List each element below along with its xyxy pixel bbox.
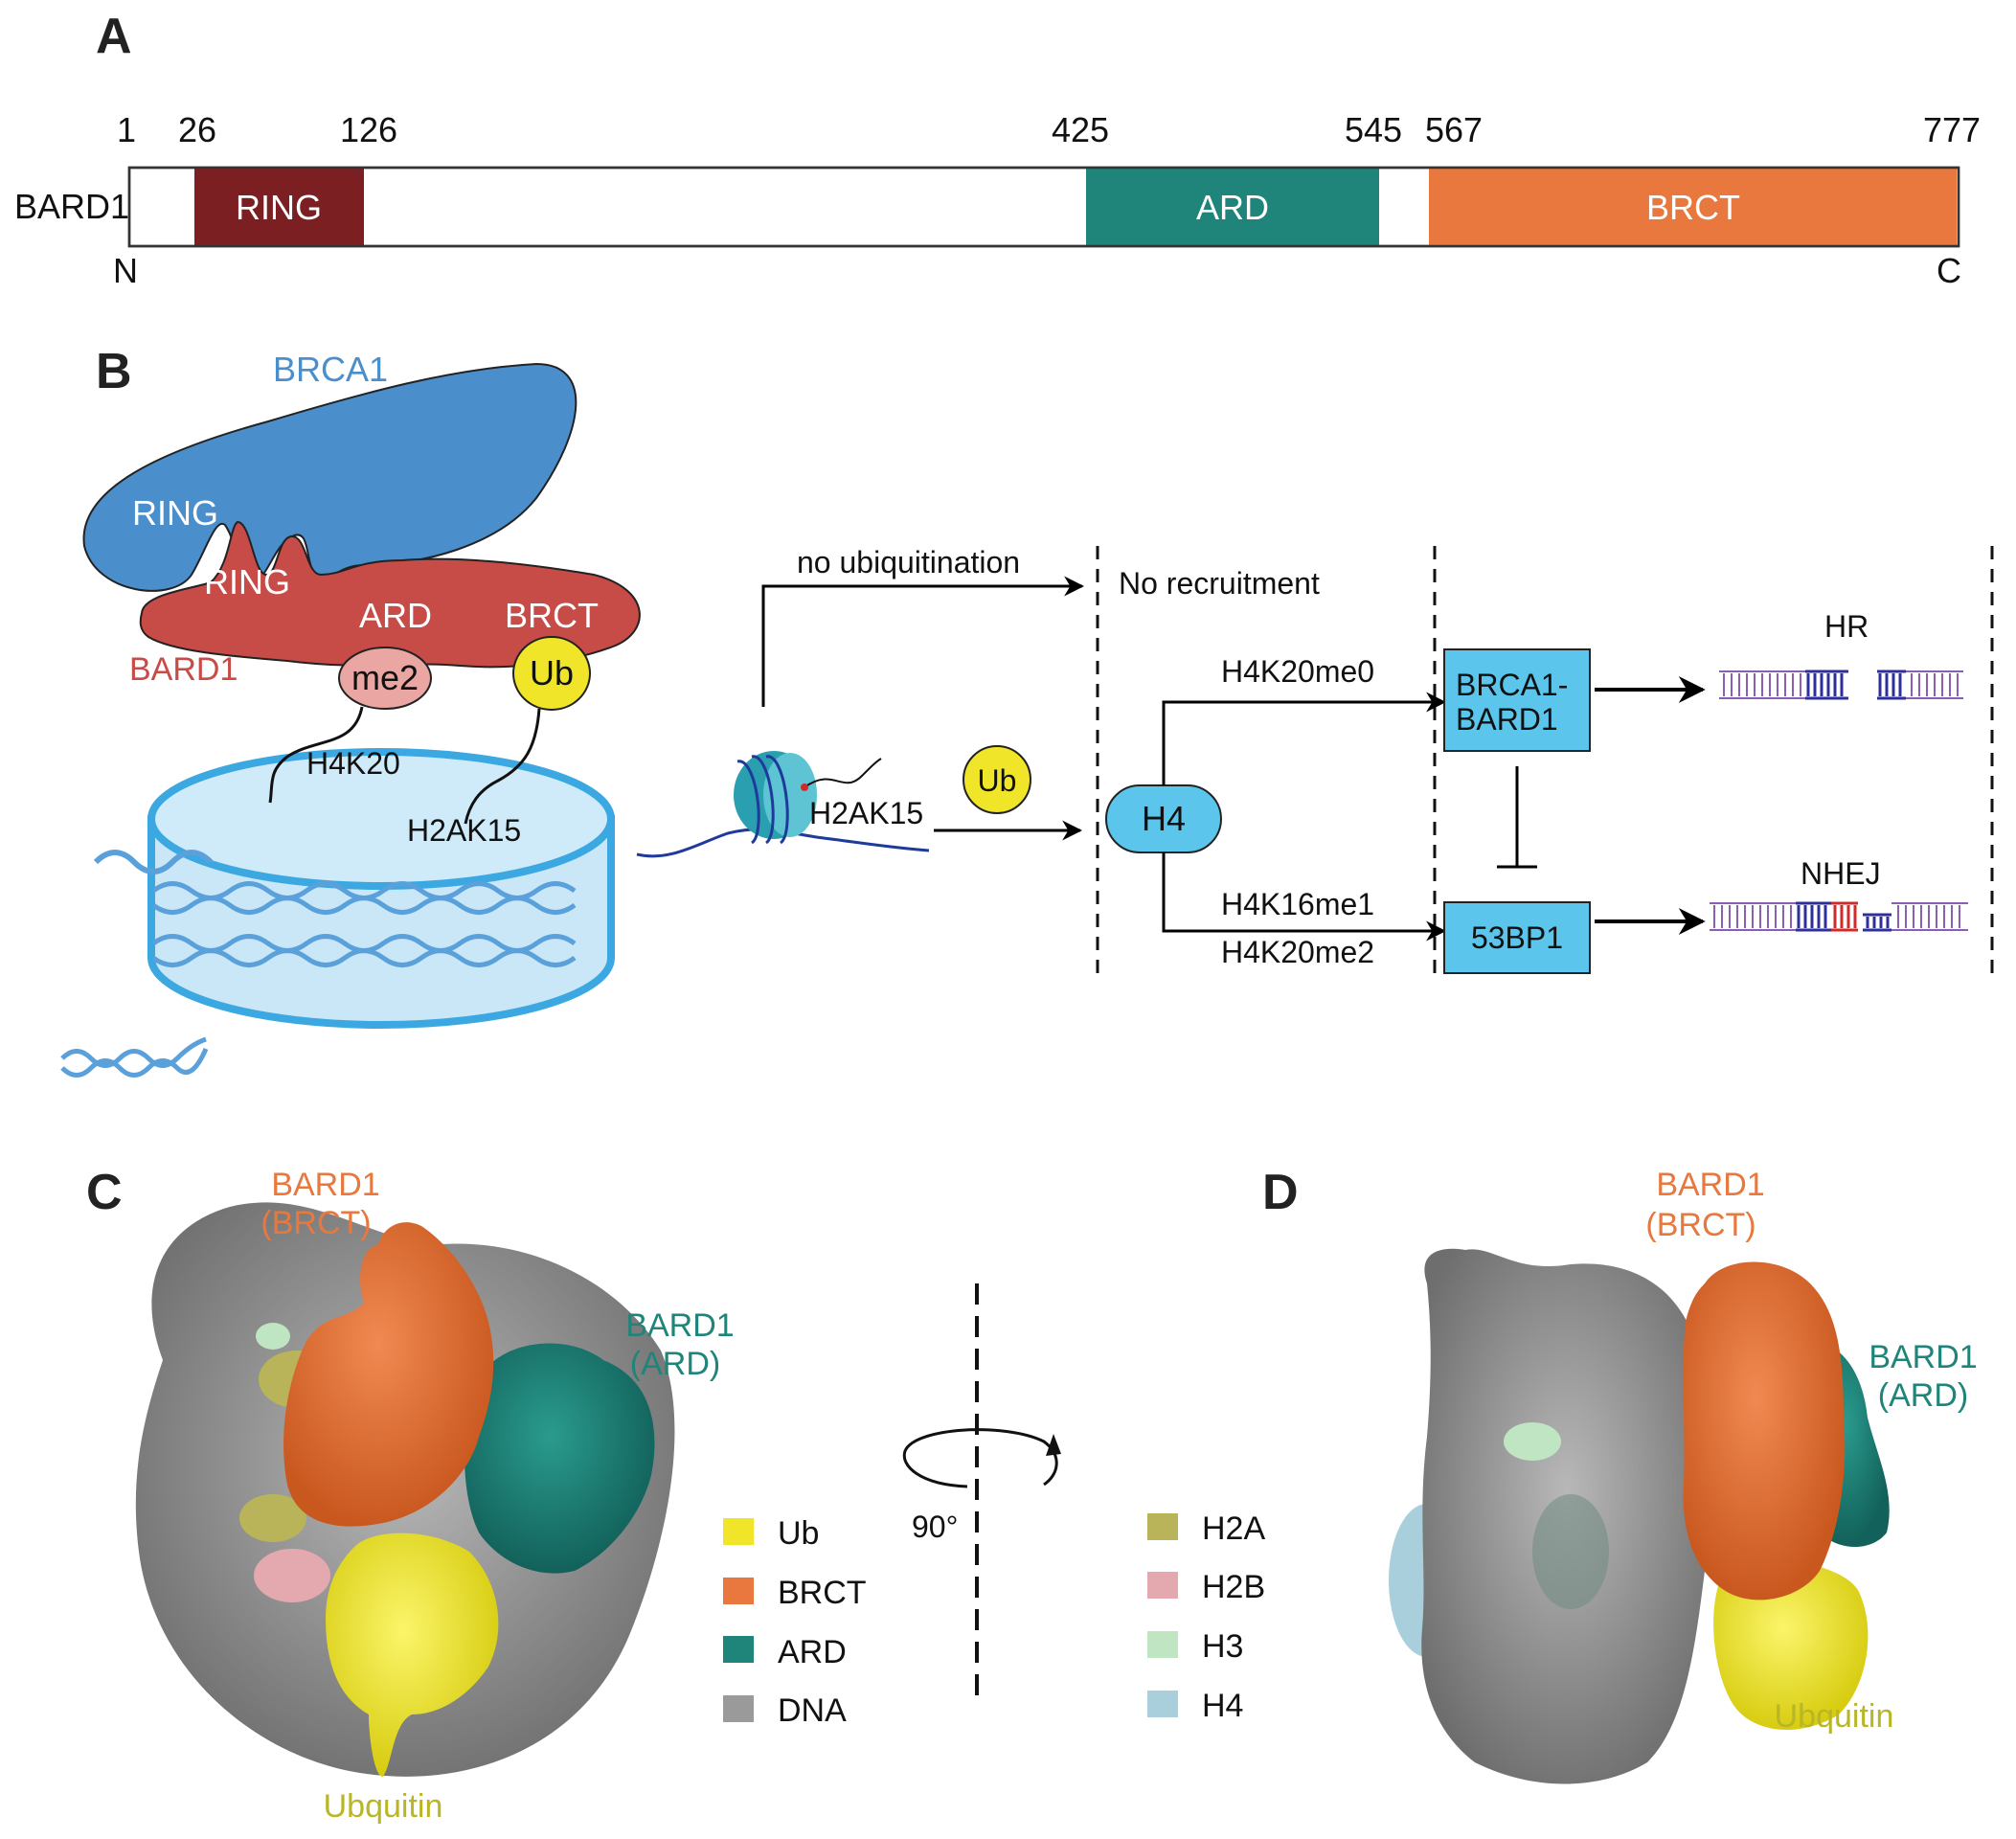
rotation-arrow — [902, 1428, 1058, 1488]
h2ak15-label: H2AK15 — [407, 813, 521, 848]
structure-c — [135, 1202, 675, 1777]
legend-ard: ARD — [778, 1634, 847, 1670]
methyl-arrow — [1162, 852, 1447, 942]
h4k20me2-label: H4K20me2 — [1221, 935, 1374, 969]
h2ak15-tail — [464, 708, 541, 825]
pos-126: 126 — [340, 110, 397, 149]
brct-domain — [1429, 168, 1957, 246]
d-brct-label-line1: BARD1 — [1656, 1167, 1764, 1203]
legend-left: Ub BRCT ARD DNA — [723, 1515, 867, 1729]
panel-b-letter: B — [96, 344, 132, 399]
ring-domain-label: RING — [236, 188, 322, 227]
bard1-blob — [139, 520, 641, 669]
nhej-label: NHEJ — [1801, 856, 1881, 891]
c-brct-label-line2: (BRCT) — [260, 1205, 371, 1241]
rotation-label: 90° — [912, 1510, 958, 1544]
mini-ub-marker — [963, 745, 1031, 814]
c-terminus: C — [1937, 251, 1961, 290]
me2-marker — [338, 647, 432, 710]
bard1-protein-label: BARD1 — [14, 187, 129, 226]
pos-1: 1 — [117, 110, 136, 149]
c-brct-label-line1: BARD1 — [271, 1167, 379, 1203]
legend-ub: Ub — [778, 1515, 819, 1552]
no-ubiquitination-arrow — [761, 576, 1085, 707]
legend-dna: DNA — [778, 1692, 847, 1729]
legend-swatch-ub — [723, 1518, 754, 1545]
bard1-label: BARD1 — [129, 651, 238, 688]
brca1-bard1-box — [1443, 648, 1591, 752]
h4k20-label: H4K20 — [306, 746, 400, 781]
h4k20-tail — [268, 706, 364, 804]
53bp1-box — [1443, 901, 1591, 974]
pos-567: 567 — [1425, 110, 1483, 149]
bard1-ard-label: ARD — [359, 596, 432, 635]
d-ubiquitin-label: Ubquitin — [1775, 1698, 1894, 1735]
bard1-brct-label: BRCT — [505, 596, 599, 635]
d-ard-label-line1: BARD1 — [1869, 1339, 1977, 1375]
legend-swatch-h4 — [1147, 1691, 1178, 1717]
mini-nucleosome — [636, 751, 930, 858]
brca1-blob — [82, 362, 578, 592]
pos-425: 425 — [1052, 110, 1109, 149]
hr-dna-icon — [1719, 670, 1963, 700]
h4-label: H4 — [1142, 799, 1186, 838]
d-ard-label-line2: (ARD) — [1878, 1377, 1968, 1414]
brca1-bard1-line2: BARD1 — [1456, 702, 1558, 737]
no-ubiquitination-label: no ubiquitination — [797, 545, 1020, 579]
ard-domain — [1086, 168, 1379, 246]
panel-c-letter: C — [86, 1165, 123, 1220]
bard1-ring-label: RING — [204, 562, 290, 602]
brca1-label: BRCA1 — [273, 350, 388, 389]
ard-domain-label: ARD — [1196, 188, 1269, 227]
pos-26: 26 — [178, 110, 216, 149]
ring-domain — [194, 168, 364, 246]
legend-swatch-dna — [723, 1695, 754, 1722]
legend-brct: BRCT — [778, 1575, 867, 1611]
hr-label: HR — [1824, 609, 1869, 644]
brct-domain-label: BRCT — [1646, 188, 1740, 227]
legend-h3: H3 — [1202, 1628, 1243, 1665]
53bp1-label: 53BP1 — [1471, 920, 1563, 955]
c-ard-label-line1: BARD1 — [625, 1307, 734, 1344]
mini-h2ak15-label: H2AK15 — [809, 796, 923, 830]
no-recruitment-label: No recruitment — [1119, 566, 1320, 601]
h4k16me1-label: H4K16me1 — [1221, 887, 1374, 921]
nhej-dna-icon — [1710, 901, 1968, 932]
pos-777: 777 — [1923, 110, 1981, 149]
c-ubiquitin-label: Ubquitin — [324, 1788, 443, 1825]
me2-label: me2 — [351, 658, 419, 697]
legend-swatch-ard — [723, 1636, 754, 1663]
h4k20me0-label: H4K20me0 — [1221, 654, 1374, 689]
nucleosome-cylinder — [60, 748, 615, 1078]
position-labels: 1 26 126 425 545 567 777 — [117, 110, 1981, 149]
ub-marker — [512, 636, 591, 711]
ub-label: Ub — [530, 653, 574, 692]
c-ard-label-line2: (ARD) — [630, 1346, 720, 1382]
legend-h2b: H2B — [1202, 1569, 1265, 1605]
legend-h2a: H2A — [1202, 1510, 1265, 1547]
panel-a-letter: A — [96, 9, 132, 64]
legend-swatch-h2b — [1147, 1572, 1178, 1599]
legend-swatch-h2a — [1147, 1513, 1178, 1540]
h4k20me0-arrow — [1162, 692, 1447, 785]
legend-h4: H4 — [1202, 1688, 1243, 1724]
brca1-bard1-line1: BRCA1- — [1456, 668, 1568, 702]
panel-d-letter: D — [1262, 1165, 1299, 1220]
d-brct-label-line2: (BRCT) — [1645, 1207, 1756, 1243]
legend-right: H2A H2B H3 H4 — [1147, 1510, 1265, 1724]
legend-swatch-h3 — [1147, 1631, 1178, 1658]
n-terminus: N — [113, 251, 138, 290]
structure-d — [1389, 1248, 1890, 1784]
legend-swatch-brct — [723, 1578, 754, 1604]
brca1-ring-label: RING — [132, 493, 218, 533]
mini-ub-label: Ub — [978, 763, 1017, 798]
pos-545: 545 — [1345, 110, 1402, 149]
